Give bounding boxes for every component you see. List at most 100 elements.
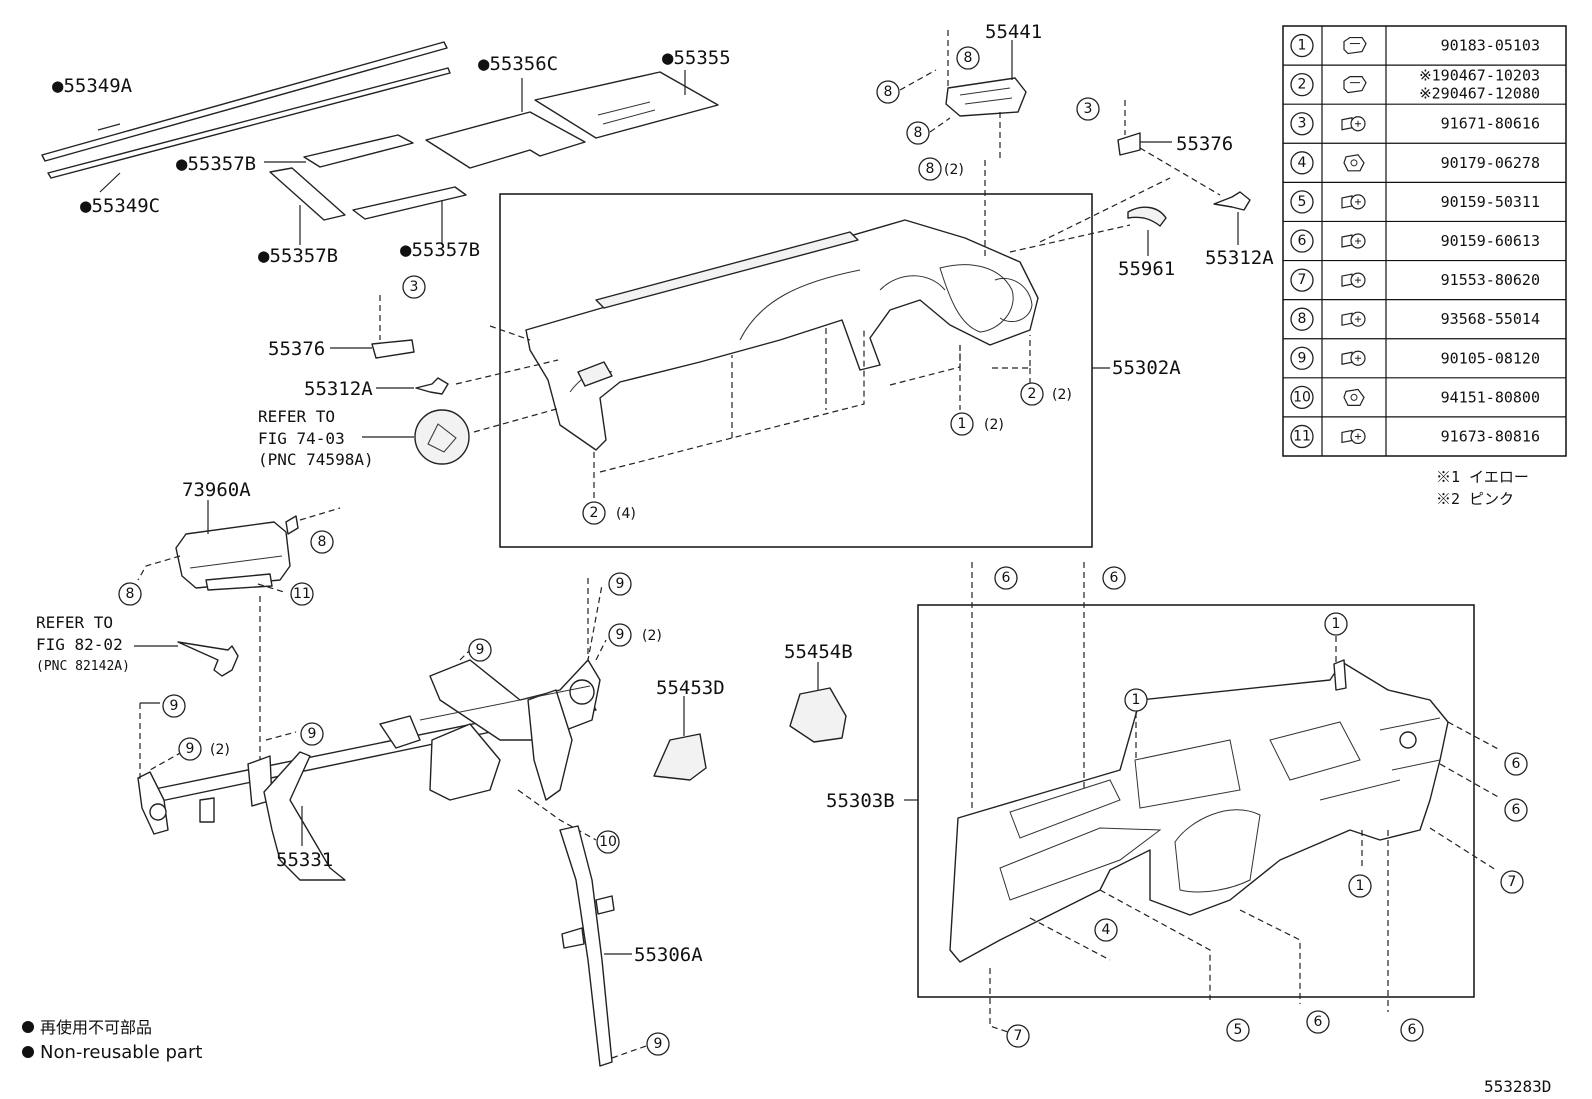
ref2-line2: FIG 82-02 (36, 635, 123, 654)
svg-text:5: 5 (1234, 1022, 1243, 1038)
part-number: 91671-80616 (1441, 115, 1540, 133)
molding-strips (41, 41, 451, 193)
bracket-55376-right (1117, 100, 1172, 156)
svg-text:6: 6 (1512, 802, 1521, 818)
part-label-55961: 55961 (1118, 258, 1175, 280)
svg-text:1: 1 (1132, 692, 1141, 708)
row-number: 5 (1298, 194, 1307, 210)
nut-icon (1343, 388, 1365, 406)
part-label-55356C: ●55356C (478, 53, 558, 75)
clip-55312A-left (376, 377, 449, 395)
row-number-circle (1290, 33, 1314, 58)
part-number: 90159-50311 (1441, 193, 1540, 211)
svg-text:9: 9 (186, 741, 195, 757)
callout-circles: 8 8 8 8 3 3 2 1 2 8 8 11 9 9 9 9 9 9 10 … (118, 46, 1528, 1056)
row-number: 9 (1298, 350, 1307, 366)
qty-2-4: (4) (616, 506, 636, 522)
cover-55453D (653, 696, 707, 781)
row-number-circle (1290, 112, 1314, 136)
svg-text:1: 1 (1356, 878, 1365, 894)
screw-icon (1341, 272, 1366, 288)
svg-text:9: 9 (170, 698, 179, 714)
row-number: 2 (1298, 77, 1307, 93)
row-number-circle (1290, 385, 1314, 410)
svg-text:8: 8 (964, 50, 973, 66)
part-number: 90183-05103 (1441, 37, 1540, 55)
row-number: 8 (1298, 311, 1307, 327)
part-label-55349A: ●55349A (52, 75, 133, 97)
screw-icon (1341, 194, 1366, 210)
part-label-55453D: 55453D (656, 677, 725, 699)
part-number: 91673-80816 (1441, 427, 1540, 445)
row-number-circle (1290, 424, 1314, 449)
lower-instrument-panel (949, 659, 1449, 963)
panel-fastener-lines (455, 160, 1171, 500)
emblem-74598A (362, 409, 470, 465)
svg-text:6: 6 (1110, 570, 1119, 586)
part-label-55357B-top: ●55357B (176, 153, 256, 175)
part-label-55312A-left: 55312A (304, 378, 373, 400)
svg-text:1: 1 (1332, 616, 1341, 632)
part-label-55306A: 55306A (634, 944, 703, 966)
part-label-55357B-right: ●55357B (400, 239, 480, 261)
clip-icon (1343, 76, 1367, 94)
svg-text:8: 8 (926, 161, 935, 177)
part-label-55376-right: 55376 (1176, 133, 1233, 155)
table-row: 9 90105-08120 (1290, 346, 1540, 370)
qty-9-right: (2) (642, 628, 662, 644)
part-label-55454B: 55454B (784, 641, 853, 663)
svg-text:9: 9 (308, 726, 317, 742)
figure-id: 553283D (1484, 1077, 1551, 1096)
row-number: 11 (1293, 428, 1311, 444)
lower-panel-fastener-lines (971, 562, 1501, 1033)
row-number-circle (1290, 190, 1314, 214)
svg-text:2: 2 (590, 505, 599, 521)
row-number-circle (1290, 346, 1314, 370)
svg-text:3: 3 (1084, 101, 1093, 117)
part-number: 90105-08120 (1441, 349, 1540, 367)
svg-text:6: 6 (1002, 570, 1011, 586)
svg-text:8: 8 (126, 586, 135, 602)
legend: 再使用不可部品 Non-reusable part (22, 1018, 202, 1063)
ref1-line1: REFER TO (258, 407, 335, 426)
knee-airbag-73960A (137, 500, 341, 770)
part-label-55303B: 55303B (826, 790, 895, 812)
row-number: 6 (1298, 233, 1307, 249)
bolt-icon (1341, 350, 1366, 366)
svg-text:9: 9 (616, 576, 625, 592)
svg-text:9: 9 (616, 627, 625, 643)
svg-text:7: 7 (1508, 874, 1517, 890)
qty-2: (2) (1052, 387, 1072, 403)
svg-text:7: 7 (1014, 1028, 1023, 1044)
table-row: 11 91673-80816 (1290, 424, 1540, 449)
svg-text:6: 6 (1408, 1022, 1417, 1038)
bolt-icon (1341, 428, 1366, 445)
screw-icon (1341, 116, 1366, 132)
row-number-circle (1290, 72, 1314, 97)
ref1-line2: FIG 74-03 (258, 429, 345, 448)
row-number-circle (1290, 268, 1314, 292)
nut-icon (1343, 154, 1365, 172)
clip-icon (1343, 36, 1367, 55)
table-note-2: ※2 ピンク (1436, 490, 1514, 508)
svg-text:11: 11 (293, 586, 311, 602)
svg-text:2: 2 (1028, 386, 1037, 402)
non-reusable-dot-icon (22, 1021, 34, 1033)
screw-icon (1341, 311, 1366, 327)
legend-en: Non-reusable part (40, 1042, 202, 1063)
cover-55961 (1127, 206, 1167, 256)
part-number: 90179-06278 (1441, 154, 1540, 172)
part-label-55441: 55441 (985, 21, 1042, 43)
svg-text:9: 9 (476, 642, 485, 658)
table-row: 5 90159-50311 (1290, 190, 1540, 214)
row-number: 7 (1298, 272, 1307, 288)
qty-1: (2) (984, 417, 1004, 433)
svg-text:8: 8 (884, 84, 893, 100)
svg-text:4: 4 (1102, 922, 1111, 938)
svg-text:8: 8 (318, 534, 327, 550)
